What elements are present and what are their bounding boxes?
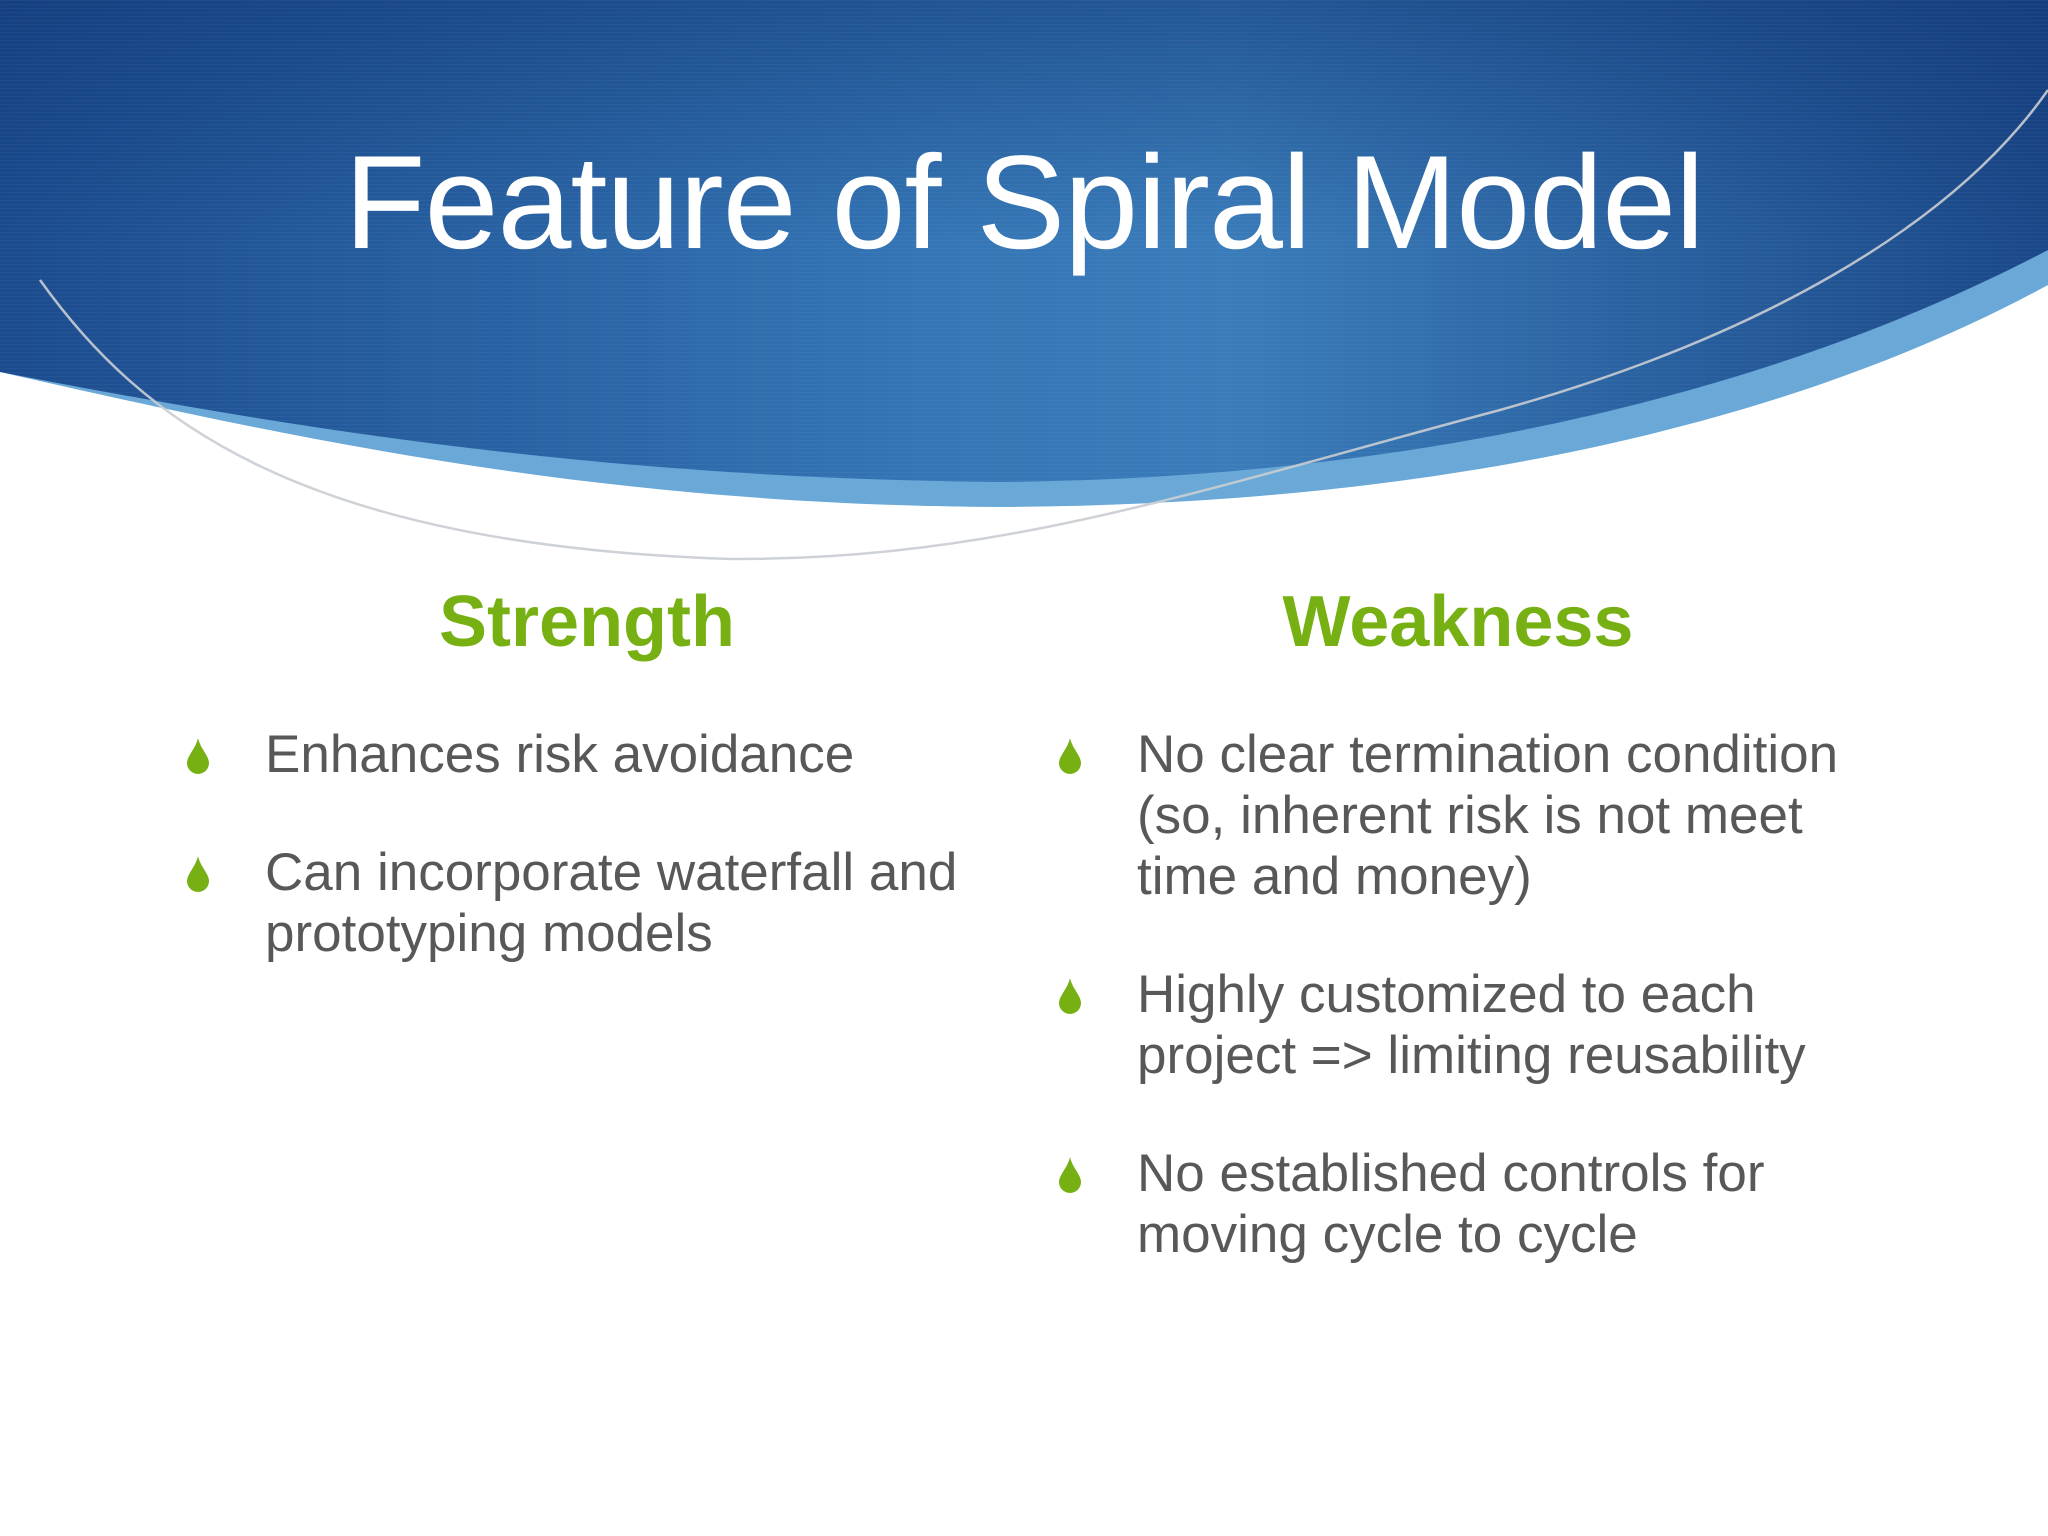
strength-heading: Strength xyxy=(439,582,735,662)
slide-title: Feature of Spiral Model xyxy=(344,129,1704,277)
list-item: No clear termination condition (so, inhe… xyxy=(1052,724,1857,907)
list-item-text: No established controls for moving cycle… xyxy=(1137,1144,1765,1264)
list-item: Highly customized to each project => lim… xyxy=(1052,964,1857,1086)
weakness-heading: Weakness xyxy=(1282,582,1634,662)
list-item: Can incorporate waterfall and prototypin… xyxy=(180,842,965,964)
list-item-text: Enhances risk avoidance xyxy=(265,725,855,784)
strength-list: Enhances risk avoidance Can incorporate … xyxy=(180,724,980,1021)
green-droplet-icon xyxy=(1059,978,1081,1014)
list-item: Enhances risk avoidance xyxy=(180,724,980,785)
green-droplet-icon xyxy=(187,738,209,774)
green-droplet-icon xyxy=(1059,1157,1081,1193)
weakness-list: No clear termination condition (so, inhe… xyxy=(1052,724,1912,1322)
list-item-text: Can incorporate waterfall and prototypin… xyxy=(265,843,958,963)
list-item: No established controls for moving cycle… xyxy=(1052,1143,1857,1265)
list-item-text: Highly customized to each project => lim… xyxy=(1137,965,1806,1085)
list-item-text: No clear termination condition (so, inhe… xyxy=(1137,725,1839,906)
green-droplet-icon xyxy=(187,856,209,892)
green-droplet-icon xyxy=(1059,738,1081,774)
